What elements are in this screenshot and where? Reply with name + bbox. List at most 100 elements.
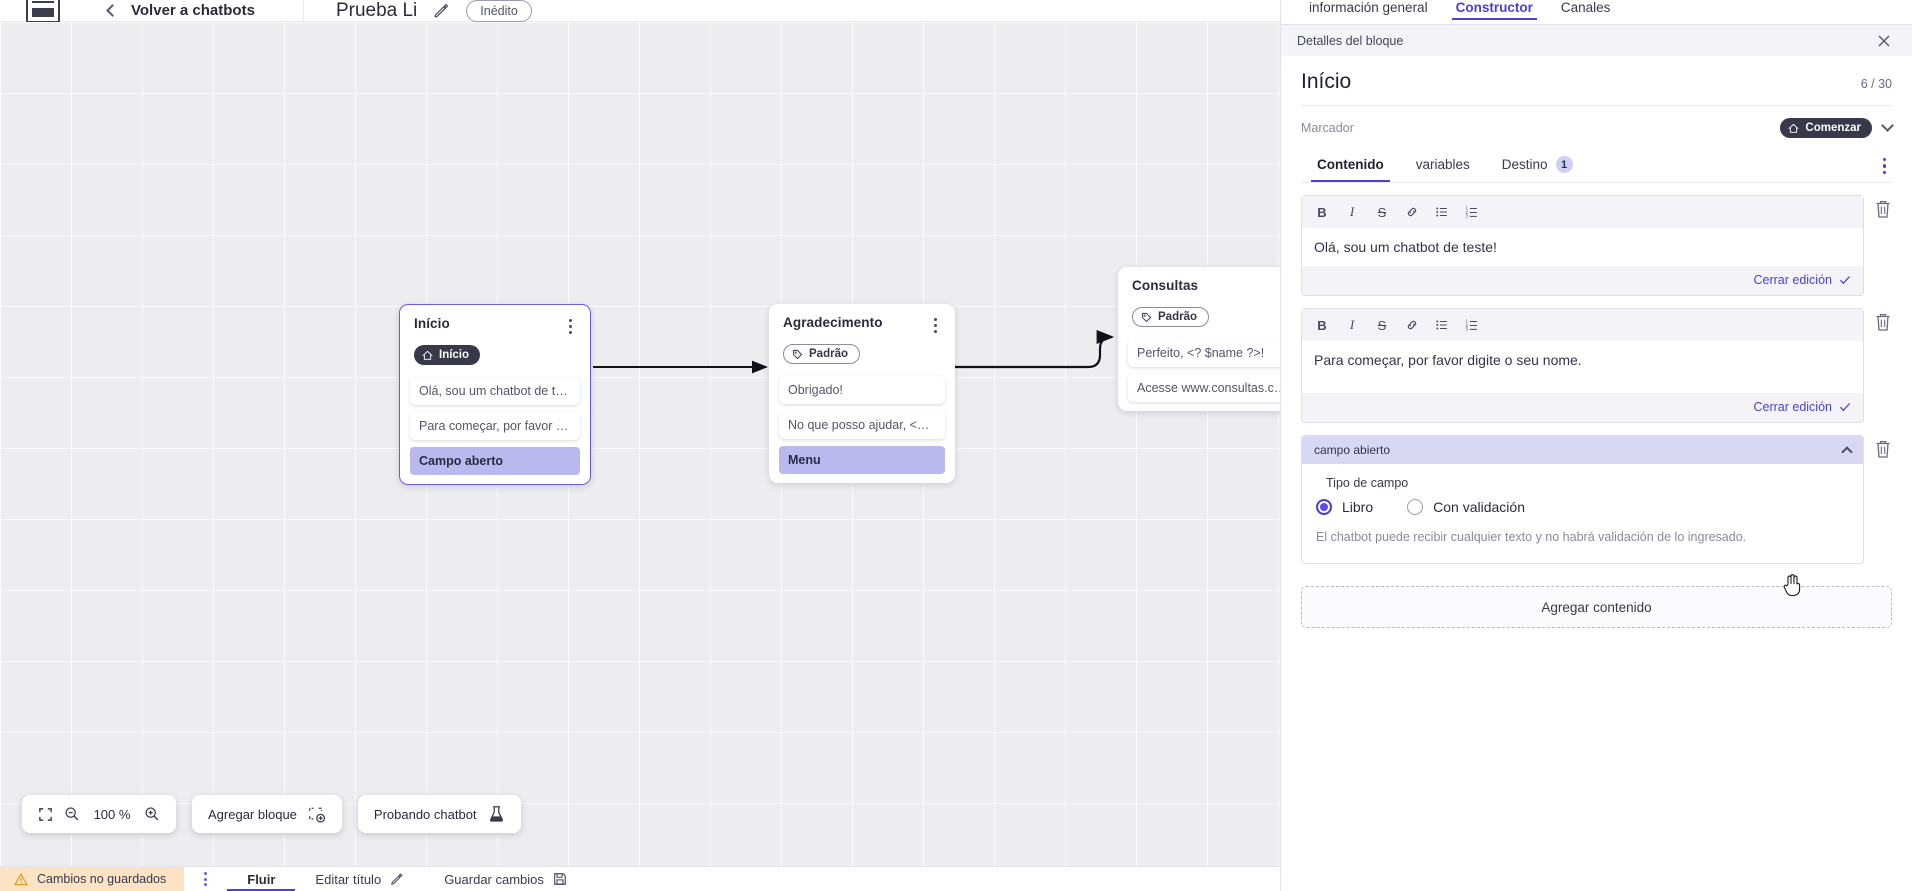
radio-indicator xyxy=(1316,499,1332,516)
start-badge-label: Início xyxy=(439,349,470,361)
node-title: Início xyxy=(414,316,450,331)
home-icon xyxy=(1788,123,1800,133)
tab-destino[interactable]: Destino 1 xyxy=(1486,150,1589,182)
node-row-action[interactable]: Menu xyxy=(779,445,945,474)
status-item-fluir[interactable]: Fluir xyxy=(227,867,296,891)
status-item-guardar-cambios[interactable]: Guardar cambios xyxy=(424,867,587,891)
tab-variables[interactable]: variables xyxy=(1400,151,1486,181)
rich-text-editor[interactable]: B I S xyxy=(1301,308,1864,424)
radio-indicator xyxy=(1407,499,1424,516)
svg-text:3: 3 xyxy=(1466,327,1469,332)
panel-body: Início 6 / 30 Marcador Comenzar xyxy=(1281,56,1912,183)
editor-text-content[interactable]: Para começar, por favor digite o seu nom… xyxy=(1302,341,1863,394)
block-details-panel: información general Constructor Canales … xyxy=(1280,0,1912,891)
home-icon xyxy=(422,350,433,360)
bullet-list-icon[interactable] xyxy=(1430,201,1454,223)
node-title: Agradecimento xyxy=(783,315,883,330)
link-icon[interactable] xyxy=(1400,201,1424,223)
content-editor-list: B I S xyxy=(1281,183,1912,565)
rich-text-editor[interactable]: B I S xyxy=(1301,195,1864,297)
editor-block: B I S xyxy=(1301,308,1892,424)
tab-contenido[interactable]: Contenido xyxy=(1301,151,1400,182)
chevron-left-icon xyxy=(106,4,119,17)
node-row-action[interactable]: Campo aberto xyxy=(410,446,580,475)
tab-constructor[interactable]: Constructor xyxy=(1442,0,1547,20)
content-tab-bar: Contenido variables Destino 1 xyxy=(1301,150,1892,183)
node-row-message[interactable]: Acesse www.consultas.com par... xyxy=(1128,373,1300,402)
zoom-out-icon[interactable] xyxy=(64,806,80,822)
marker-badge-label: Comenzar xyxy=(1805,122,1861,134)
status-kebab-icon[interactable] xyxy=(204,872,208,886)
node-row-message[interactable]: Para começar, por favor digite o ... xyxy=(410,411,580,440)
strikethrough-icon[interactable]: S xyxy=(1377,204,1387,220)
content-tab-label: Contenido xyxy=(1317,157,1384,172)
fit-screen-icon[interactable] xyxy=(38,807,53,822)
flow-node-agradecimento[interactable]: Agradecimento Padrão Obrigado! No que po… xyxy=(769,304,955,483)
link-icon[interactable] xyxy=(1400,314,1424,336)
save-disk-icon xyxy=(554,873,566,885)
close-icon[interactable] xyxy=(1876,33,1892,49)
tag-icon xyxy=(792,349,803,359)
radio-option-con-validacion[interactable]: Con validación xyxy=(1407,499,1525,516)
flow-node-consultas[interactable]: Consultas Padrão Perfeito, <? $name ?>! … xyxy=(1118,267,1310,411)
content-tab-label: Destino xyxy=(1501,157,1548,172)
flask-icon xyxy=(489,806,503,822)
node-row-message[interactable]: Obrigado! xyxy=(779,375,945,404)
italic-icon[interactable]: I xyxy=(1349,204,1355,219)
add-block-button[interactable]: Agregar bloque xyxy=(192,795,342,833)
node-row-message[interactable]: Perfeito, <? $name ?>! xyxy=(1128,338,1300,367)
chevron-down-icon[interactable] xyxy=(1881,119,1894,132)
node-badge-row: Padrão xyxy=(769,336,955,365)
node-row-message[interactable]: No que posso ajudar, <? $name ... xyxy=(779,410,945,439)
numbered-list-icon[interactable]: 1 2 3 xyxy=(1460,314,1484,336)
status-badge: Inédito xyxy=(466,0,532,22)
test-chatbot-button[interactable]: Probando chatbot xyxy=(357,795,521,833)
back-to-chatbots-button[interactable]: Volver a chatbots xyxy=(106,2,255,19)
add-content-button[interactable]: Agregar contenido xyxy=(1301,586,1892,629)
block-title: Início xyxy=(1301,70,1352,93)
content-tabs-kebab-icon[interactable] xyxy=(1877,152,1893,181)
pencil-icon[interactable] xyxy=(433,2,450,19)
node-kebab-icon[interactable] xyxy=(930,315,941,336)
default-badge: Padrão xyxy=(783,344,860,364)
italic-icon[interactable]: I xyxy=(1349,317,1355,333)
panel-subheader: Detalles del bloque xyxy=(1281,25,1912,56)
editor-text-content[interactable]: Olá, sou um chatbot de teste! xyxy=(1302,228,1863,267)
app-logo[interactable] xyxy=(26,0,60,23)
node-badge-row: Padrão xyxy=(1118,299,1310,328)
bold-icon[interactable]: B xyxy=(1317,317,1327,333)
node-kebab-icon[interactable] xyxy=(565,316,576,337)
bullet-list-icon[interactable] xyxy=(1430,314,1454,336)
open-field-card: campo abierto Tipo de campo Libro xyxy=(1301,435,1864,565)
panel-tab-bar: información general Constructor Canales xyxy=(1281,0,1912,25)
bold-icon[interactable]: B xyxy=(1317,204,1327,220)
toolbar-divider xyxy=(302,0,304,38)
warning-triangle-icon xyxy=(14,872,28,885)
marker-control[interactable]: Comenzar xyxy=(1780,118,1894,138)
default-badge-label: Padrão xyxy=(809,348,848,360)
svg-text:2: 2 xyxy=(1466,210,1469,215)
tab-canales[interactable]: Canales xyxy=(1547,0,1625,20)
node-row-message[interactable]: Olá, sou um chatbot de teste! xyxy=(410,376,580,405)
block-title-row: Início 6 / 30 xyxy=(1301,56,1892,106)
start-badge: Início xyxy=(414,345,481,365)
trash-icon[interactable] xyxy=(1874,439,1892,459)
close-edit-button[interactable]: Cerrar edición xyxy=(1302,266,1863,295)
open-field-header[interactable]: campo abierto xyxy=(1302,436,1863,465)
field-block: campo abierto Tipo de campo Libro xyxy=(1301,435,1892,565)
close-edit-button[interactable]: Cerrar edición xyxy=(1302,393,1863,422)
strikethrough-icon[interactable]: S xyxy=(1377,317,1387,333)
tab-informacion-general[interactable]: información general xyxy=(1295,0,1442,20)
marker-badge[interactable]: Comenzar xyxy=(1780,118,1872,138)
marker-row: Marcador Comenzar xyxy=(1301,106,1894,150)
zoom-in-icon[interactable] xyxy=(144,806,160,822)
numbered-list-icon[interactable]: 1 2 3 xyxy=(1460,201,1484,223)
flow-node-inicio[interactable]: Início Início Olá, sou um chatbot de tes… xyxy=(399,304,591,485)
add-block-label: Agregar bloque xyxy=(208,806,297,822)
radio-option-libro[interactable]: Libro xyxy=(1316,499,1373,516)
chevron-up-icon[interactable] xyxy=(1841,446,1853,458)
trash-icon[interactable] xyxy=(1874,199,1892,219)
trash-icon[interactable] xyxy=(1874,312,1892,332)
status-item-editar-titulo[interactable]: Editar título xyxy=(295,867,424,891)
pencil-icon xyxy=(391,873,403,885)
